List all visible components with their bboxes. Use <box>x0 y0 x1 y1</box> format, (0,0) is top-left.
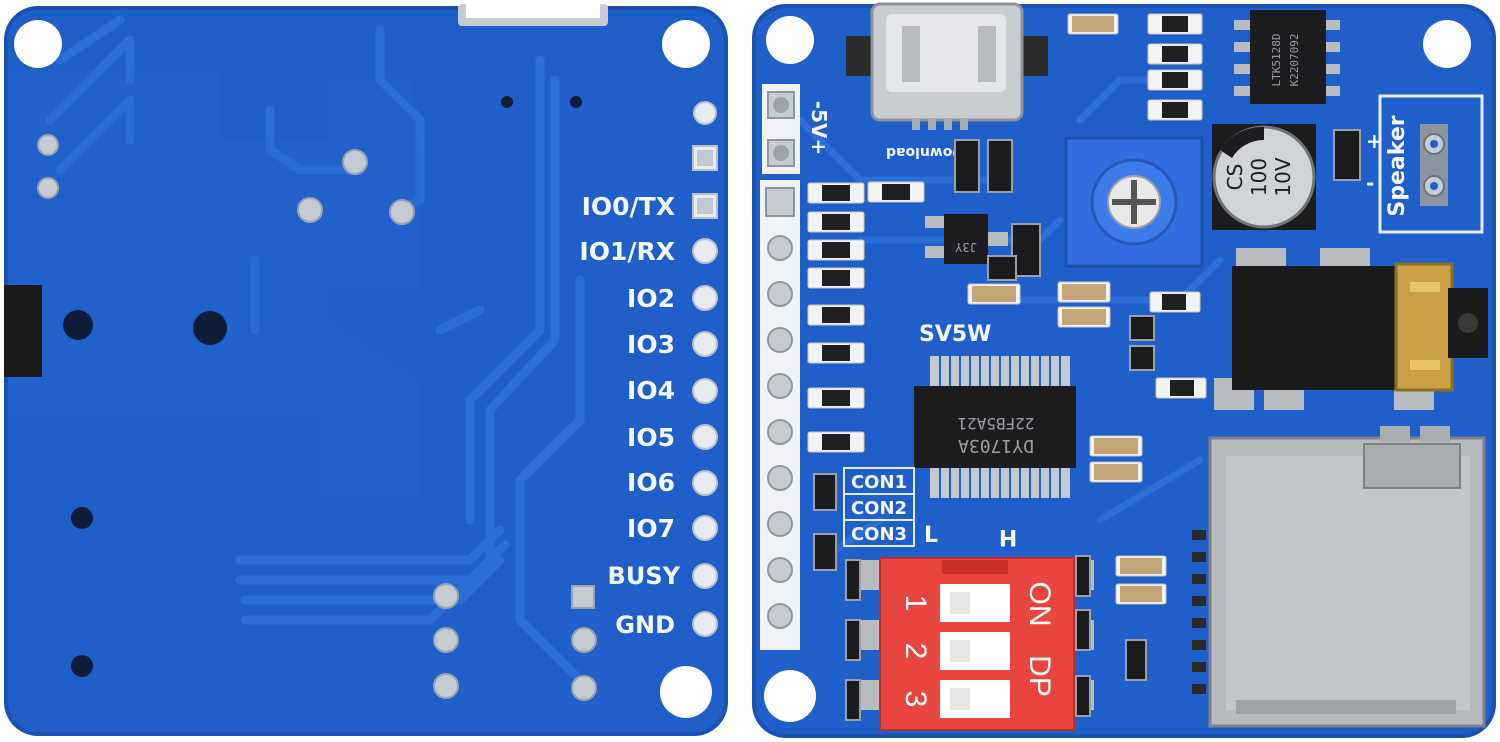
module-name: SV5W <box>919 322 991 347</box>
power-header <box>762 84 800 174</box>
con3-label: CON3 <box>851 524 907 545</box>
amp-label-1: LTK5128D <box>1270 34 1283 87</box>
pin-label-io0: IO0/TX <box>582 192 675 221</box>
cap-label-2: 100 <box>1247 158 1271 196</box>
dip-dp-label: DP <box>1023 655 1056 697</box>
amplifier-chip: LTK5128D K2207092 <box>1234 10 1340 104</box>
pin-label-io4: IO4 <box>627 376 675 405</box>
power-label: -5V+ <box>807 101 831 155</box>
back-copper-pour <box>10 70 420 495</box>
via-hole <box>71 655 93 677</box>
via-hole <box>71 507 93 529</box>
mount-hole <box>764 670 816 722</box>
dip-on-label: ON <box>1023 582 1056 627</box>
con-labels: CON1 CON2 CON3 <box>843 467 915 547</box>
back-header-pins <box>692 101 718 219</box>
speaker-connector: Speaker <box>1378 94 1484 234</box>
mount-hole <box>1423 20 1471 68</box>
front-board: Download -5V+ <box>752 2 1496 738</box>
sd-card-slot[interactable] <box>1192 426 1486 728</box>
main-decoder-chip: 22FB5A21 DY1703A <box>914 356 1076 498</box>
switch-low-label: L <box>924 523 938 548</box>
via-hole <box>63 310 93 340</box>
pin-label-io6: IO6 <box>627 468 675 497</box>
pin-label-io2: IO2 <box>627 284 675 313</box>
audio-jack-edge <box>4 285 42 377</box>
pin-label-io3: IO3 <box>627 330 675 359</box>
cap-label-3: 10V <box>1271 157 1295 196</box>
dip-number-2: 2 <box>899 643 932 660</box>
pin-label-gnd: GND <box>615 611 675 639</box>
electrolytic-capacitor: CS 100 10V <box>1212 124 1316 230</box>
mount-hole <box>14 20 62 68</box>
chip-label-2: 22FB5A21 <box>957 414 1034 433</box>
chip-label-1: DY1703A <box>958 435 1034 456</box>
pin-label-list: IO0/TX IO1/RX IO2 IO3 IO4 IO5 IO6 IO7 BU… <box>579 192 680 639</box>
smd-resistors <box>807 13 1207 605</box>
cap-label-1: CS <box>1223 164 1247 191</box>
headphone-jack <box>1214 248 1488 410</box>
mount-hole <box>660 666 712 718</box>
pin-label-io7: IO7 <box>627 514 675 543</box>
micro-usb-connector <box>846 2 1048 130</box>
pin-label-io1: IO1/RX <box>579 237 675 266</box>
speaker-label: Speaker <box>1385 115 1410 216</box>
pin-label-io5: IO5 <box>627 423 675 452</box>
dip-switch[interactable]: 1 2 3 ON DP <box>858 557 1094 731</box>
con2-label: CON2 <box>851 498 907 519</box>
mount-hole <box>662 20 710 68</box>
switch-high-label: H <box>999 524 1017 549</box>
pin-label-busy: BUSY <box>608 562 681 590</box>
main-pin-header <box>760 180 800 650</box>
back-board: IO0/TX IO1/RX IO2 IO3 IO4 IO5 IO6 IO7 BU… <box>4 4 728 736</box>
speaker-minus-label: - <box>1366 171 1374 195</box>
mount-hole <box>766 16 814 64</box>
via-hole <box>193 311 227 345</box>
pin-pads <box>692 238 718 637</box>
dip-number-3: 3 <box>899 691 932 708</box>
con1-label: CON1 <box>851 472 907 493</box>
regulator-label: J3Y <box>954 240 976 254</box>
download-label: Download <box>886 144 964 160</box>
dip-number-1: 1 <box>899 595 932 612</box>
regulator-chip: J3Y <box>925 214 1008 264</box>
volume-potentiometer <box>1064 136 1204 268</box>
amp-label-2: K2207092 <box>1288 34 1301 87</box>
